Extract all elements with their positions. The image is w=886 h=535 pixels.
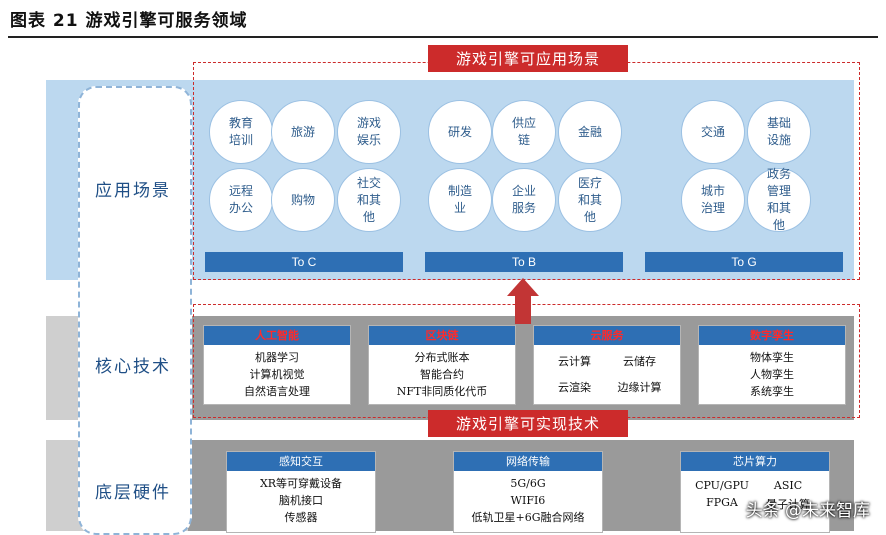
card-item: 机器学习 <box>255 351 299 364</box>
card-item: ASIC <box>773 479 803 492</box>
segment-to-g: To G <box>645 252 843 272</box>
card-item: 人物孪生 <box>750 368 794 381</box>
row-label-column <box>78 86 192 535</box>
segment-to-b: To B <box>425 252 623 272</box>
core-card-cloud: 云服务 云计算 云储存 云渲染 边缘计算 <box>533 325 681 405</box>
card-heading: 感知交互 <box>227 452 375 471</box>
card-item: FPGA <box>706 496 738 509</box>
card-item: CPU/GPU <box>695 479 749 492</box>
card-heading: 数字孪生 <box>699 326 845 345</box>
title-rule <box>8 36 878 38</box>
hw-card-perception: 感知交互 XR等可穿戴设备 脑机接口 传感器 <box>226 451 376 533</box>
scene-circle: 游戏 娱乐 <box>337 100 401 164</box>
card-item: XR等可穿戴设备 <box>259 477 343 490</box>
application-tag: 游戏引擎可应用场景 <box>428 45 628 72</box>
card-item: 计算机视觉 <box>249 368 305 381</box>
scene-circle: 远程 办公 <box>209 168 273 232</box>
core-card-ai: 人工智能 机器学习 计算机视觉 自然语言处理 <box>203 325 351 405</box>
scene-circle: 研发 <box>428 100 492 164</box>
scene-circle: 金融 <box>558 100 622 164</box>
hw-card-chip: 芯片算力 CPU/GPU ASIC FPGA 量子计算 <box>680 451 830 533</box>
card-item: 传感器 <box>284 511 318 524</box>
row-label-core: 核心技术 <box>95 357 171 377</box>
up-arrow-icon <box>507 278 539 296</box>
scene-circle: 供应 链 <box>492 100 556 164</box>
card-item: 系统孪生 <box>750 385 794 398</box>
scene-circle: 制造 业 <box>428 168 492 232</box>
card-item: 分布式账本 <box>414 351 470 364</box>
card-item: 智能合约 <box>420 368 464 381</box>
scene-circle: 医疗 和其 他 <box>558 168 622 232</box>
card-item: 边缘计算 <box>617 381 662 394</box>
core-tag: 游戏引擎可实现技术 <box>428 410 628 437</box>
card-item: WIFI6 <box>510 494 546 507</box>
card-heading: 人工智能 <box>204 326 350 345</box>
card-item: 5G/6G <box>510 477 546 490</box>
scene-circle: 企业 服务 <box>492 168 556 232</box>
scene-circle: 教育 培训 <box>209 100 273 164</box>
up-arrow-shaft <box>515 294 531 324</box>
card-heading: 区块链 <box>369 326 515 345</box>
core-card-digital-twin: 数字孪生 物体孪生 人物孪生 系统孪生 <box>698 325 846 405</box>
watermark: 头条 @未来智库 <box>745 501 870 521</box>
card-heading: 网络传输 <box>454 452 602 471</box>
card-item: 物体孪生 <box>750 351 794 364</box>
scene-circle: 社交 和其 他 <box>337 168 401 232</box>
scene-circle: 基础 设施 <box>747 100 811 164</box>
segment-to-c: To C <box>205 252 403 272</box>
scene-circle: 购物 <box>271 168 335 232</box>
card-item: 低轨卫星+6G融合网络 <box>471 511 585 524</box>
card-item: 云储存 <box>623 355 656 368</box>
figure-title: 图表 21 游戏引擎可服务领域 <box>10 11 248 31</box>
card-item: 量子计算 <box>766 498 810 511</box>
hw-card-network: 网络传输 5G/6G WIFI6 低轨卫星+6G融合网络 <box>453 451 603 533</box>
row-label-application: 应用场景 <box>95 181 171 201</box>
card-item: 云渲染 <box>558 381 591 394</box>
scene-circle: 城市 治理 <box>681 168 745 232</box>
card-heading: 云服务 <box>534 326 680 345</box>
scene-circle: 交通 <box>681 100 745 164</box>
row-label-hardware: 底层硬件 <box>95 483 171 503</box>
card-item: 脑机接口 <box>279 494 323 507</box>
scene-circle: 政务 管理 和其 他 <box>747 167 811 232</box>
core-card-blockchain: 区块链 分布式账本 智能合约 NFT非同质化代币 <box>368 325 516 405</box>
card-item: 自然语言处理 <box>244 385 310 398</box>
card-item: NFT非同质化代币 <box>396 385 488 398</box>
card-heading: 芯片算力 <box>681 452 829 471</box>
card-item: 云计算 <box>558 355 591 368</box>
scene-circle: 旅游 <box>271 100 335 164</box>
